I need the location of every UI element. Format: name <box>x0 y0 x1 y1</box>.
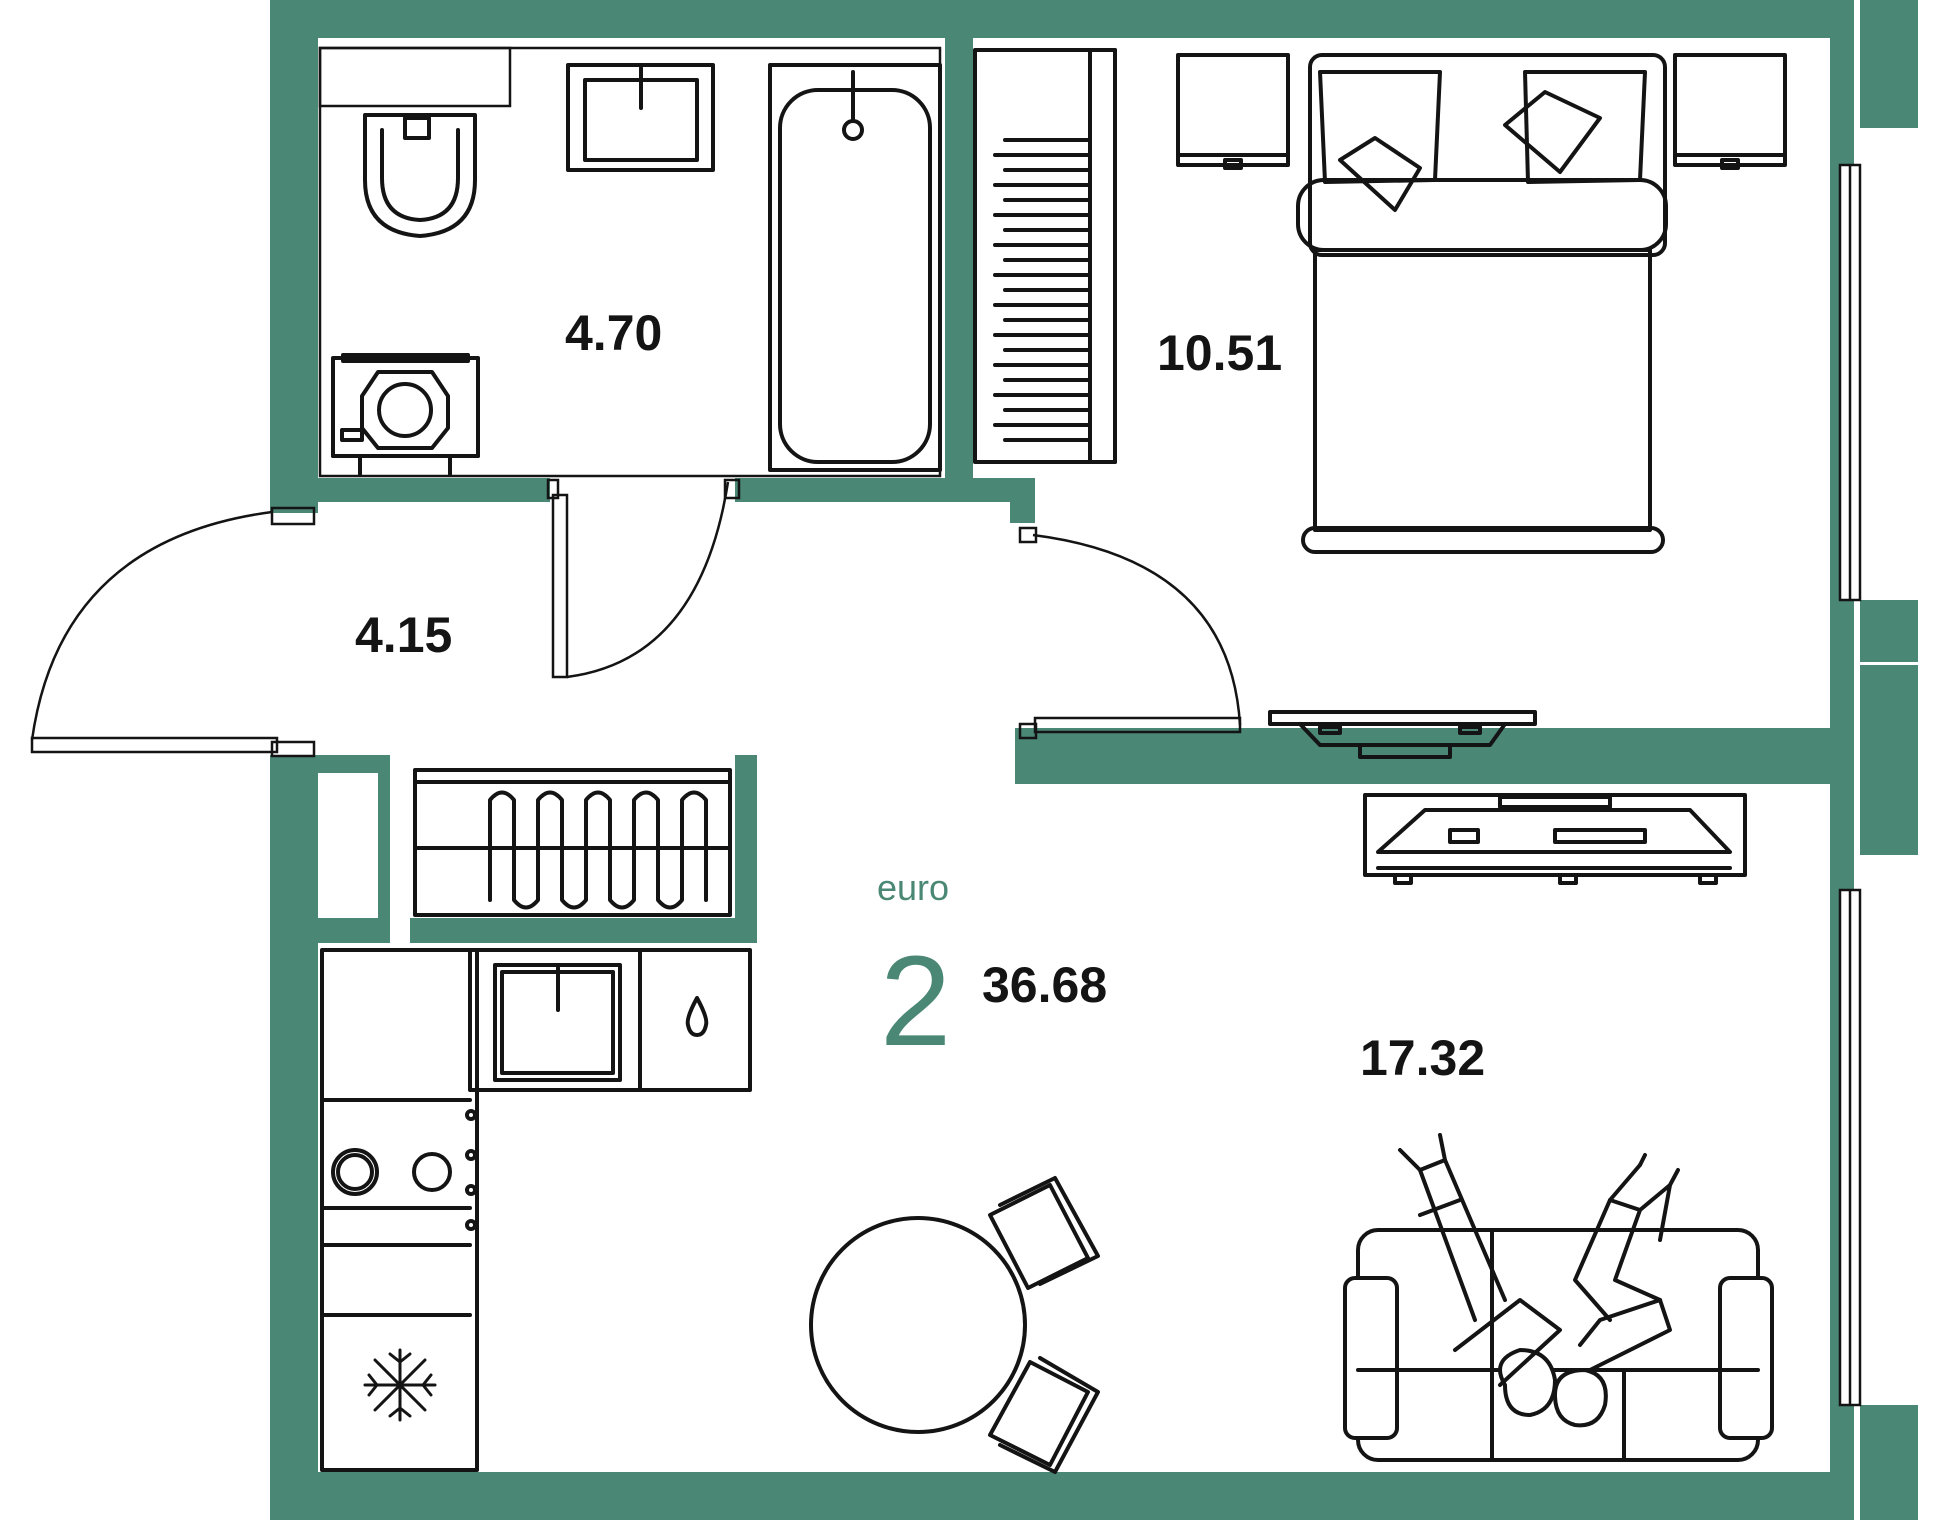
bathroom <box>318 46 942 679</box>
room-area-living: 17.32 <box>1360 1030 1485 1086</box>
washing-machine-icon <box>331 353 480 476</box>
wardrobe-icon <box>973 48 1117 464</box>
people-icon <box>1398 1133 1680 1428</box>
fridge-snowflake-icon <box>363 1348 437 1422</box>
window-icon <box>1838 163 1862 1407</box>
tv-icon <box>1268 710 1537 759</box>
kitchen-sink-icon <box>493 963 622 1082</box>
sink-icon <box>566 63 715 172</box>
room-area-bathroom: 4.70 <box>565 305 662 361</box>
door-icon <box>30 506 316 758</box>
apartment-total-area: 36.68 <box>982 957 1107 1013</box>
toilet-icon <box>363 113 477 238</box>
stove-icon <box>331 1109 477 1231</box>
chair-icon <box>988 1176 1100 1474</box>
living-room <box>809 793 1774 1474</box>
apartment-type-word: euro <box>877 867 949 908</box>
dining-table-icon <box>809 1216 1027 1434</box>
water-drop-icon <box>685 996 709 1037</box>
walls <box>270 0 1918 1520</box>
nightstand-icon <box>1176 53 1787 170</box>
sofa-icon <box>1343 1228 1774 1462</box>
bedroom <box>973 48 1787 759</box>
room-area-bedroom: 10.51 <box>1157 325 1282 381</box>
bathtub-icon <box>768 63 942 472</box>
room-area-hallway: 4.15 <box>355 607 452 663</box>
door-icon <box>1018 526 1242 740</box>
tv-icon <box>1363 793 1747 885</box>
bed-icon <box>1296 53 1668 554</box>
radiator-icon <box>413 768 732 917</box>
door-icon <box>546 478 741 679</box>
kitchen <box>320 948 752 1472</box>
hallway <box>30 506 732 917</box>
apartment-rooms-count: 2 <box>880 930 951 1073</box>
